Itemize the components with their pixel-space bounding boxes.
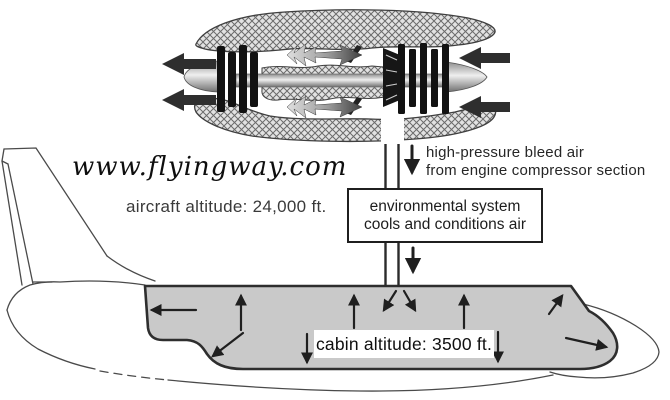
flow-arrows — [149, 144, 609, 365]
turbine-blades — [217, 45, 258, 113]
engine-shaft — [235, 73, 451, 88]
cabin-airflow-arrow-icon — [211, 331, 245, 358]
aircraft-altitude-label: aircraft altitude: 24,000 ft. — [126, 197, 327, 216]
cabin-altitude-label: cabin altitude: 3500 ft. — [314, 330, 494, 358]
intake-arrow-icon — [459, 47, 510, 69]
exhaust-arrow-icon — [162, 89, 216, 111]
watermark: www.flyingway.com — [72, 152, 348, 182]
engine-flow-arrows — [162, 47, 510, 118]
environmental-system-box: environmental system cools and condition… — [347, 188, 543, 243]
exhaust-arrow-icon — [162, 53, 216, 75]
environmental-system-line2: cools and conditions air — [364, 215, 526, 233]
flame-icon — [286, 95, 363, 119]
tail-fin — [1, 147, 156, 286]
flame-icon — [286, 43, 363, 67]
intake-spinner — [445, 61, 488, 93]
bleed-air-label: high-pressure bleed air from engine comp… — [426, 144, 645, 180]
compressor-blades — [398, 43, 449, 114]
bleed-air-label-line2: from engine compressor section — [426, 162, 646, 179]
bleed-air-label-line1: high-pressure bleed air — [426, 144, 585, 161]
fuselage — [6, 280, 660, 392]
aircraft-outline — [1, 147, 660, 392]
intake-arrow-icon — [459, 96, 510, 118]
engine-nacelle-top — [195, 9, 496, 53]
cabin-airflow-arrow-icon — [547, 294, 564, 316]
cabin-airflow-arrow-icon — [382, 289, 398, 313]
turbine-nozzle — [383, 48, 400, 107]
combustion-flames — [286, 43, 363, 119]
engine-cutaway — [162, 9, 510, 144]
environmental-system-line1: environmental system — [369, 197, 521, 215]
cabin-airflow-arrow-icon — [564, 336, 609, 351]
cabin-airflow-arrow-icon — [402, 289, 417, 313]
duct-notch — [381, 106, 404, 144]
